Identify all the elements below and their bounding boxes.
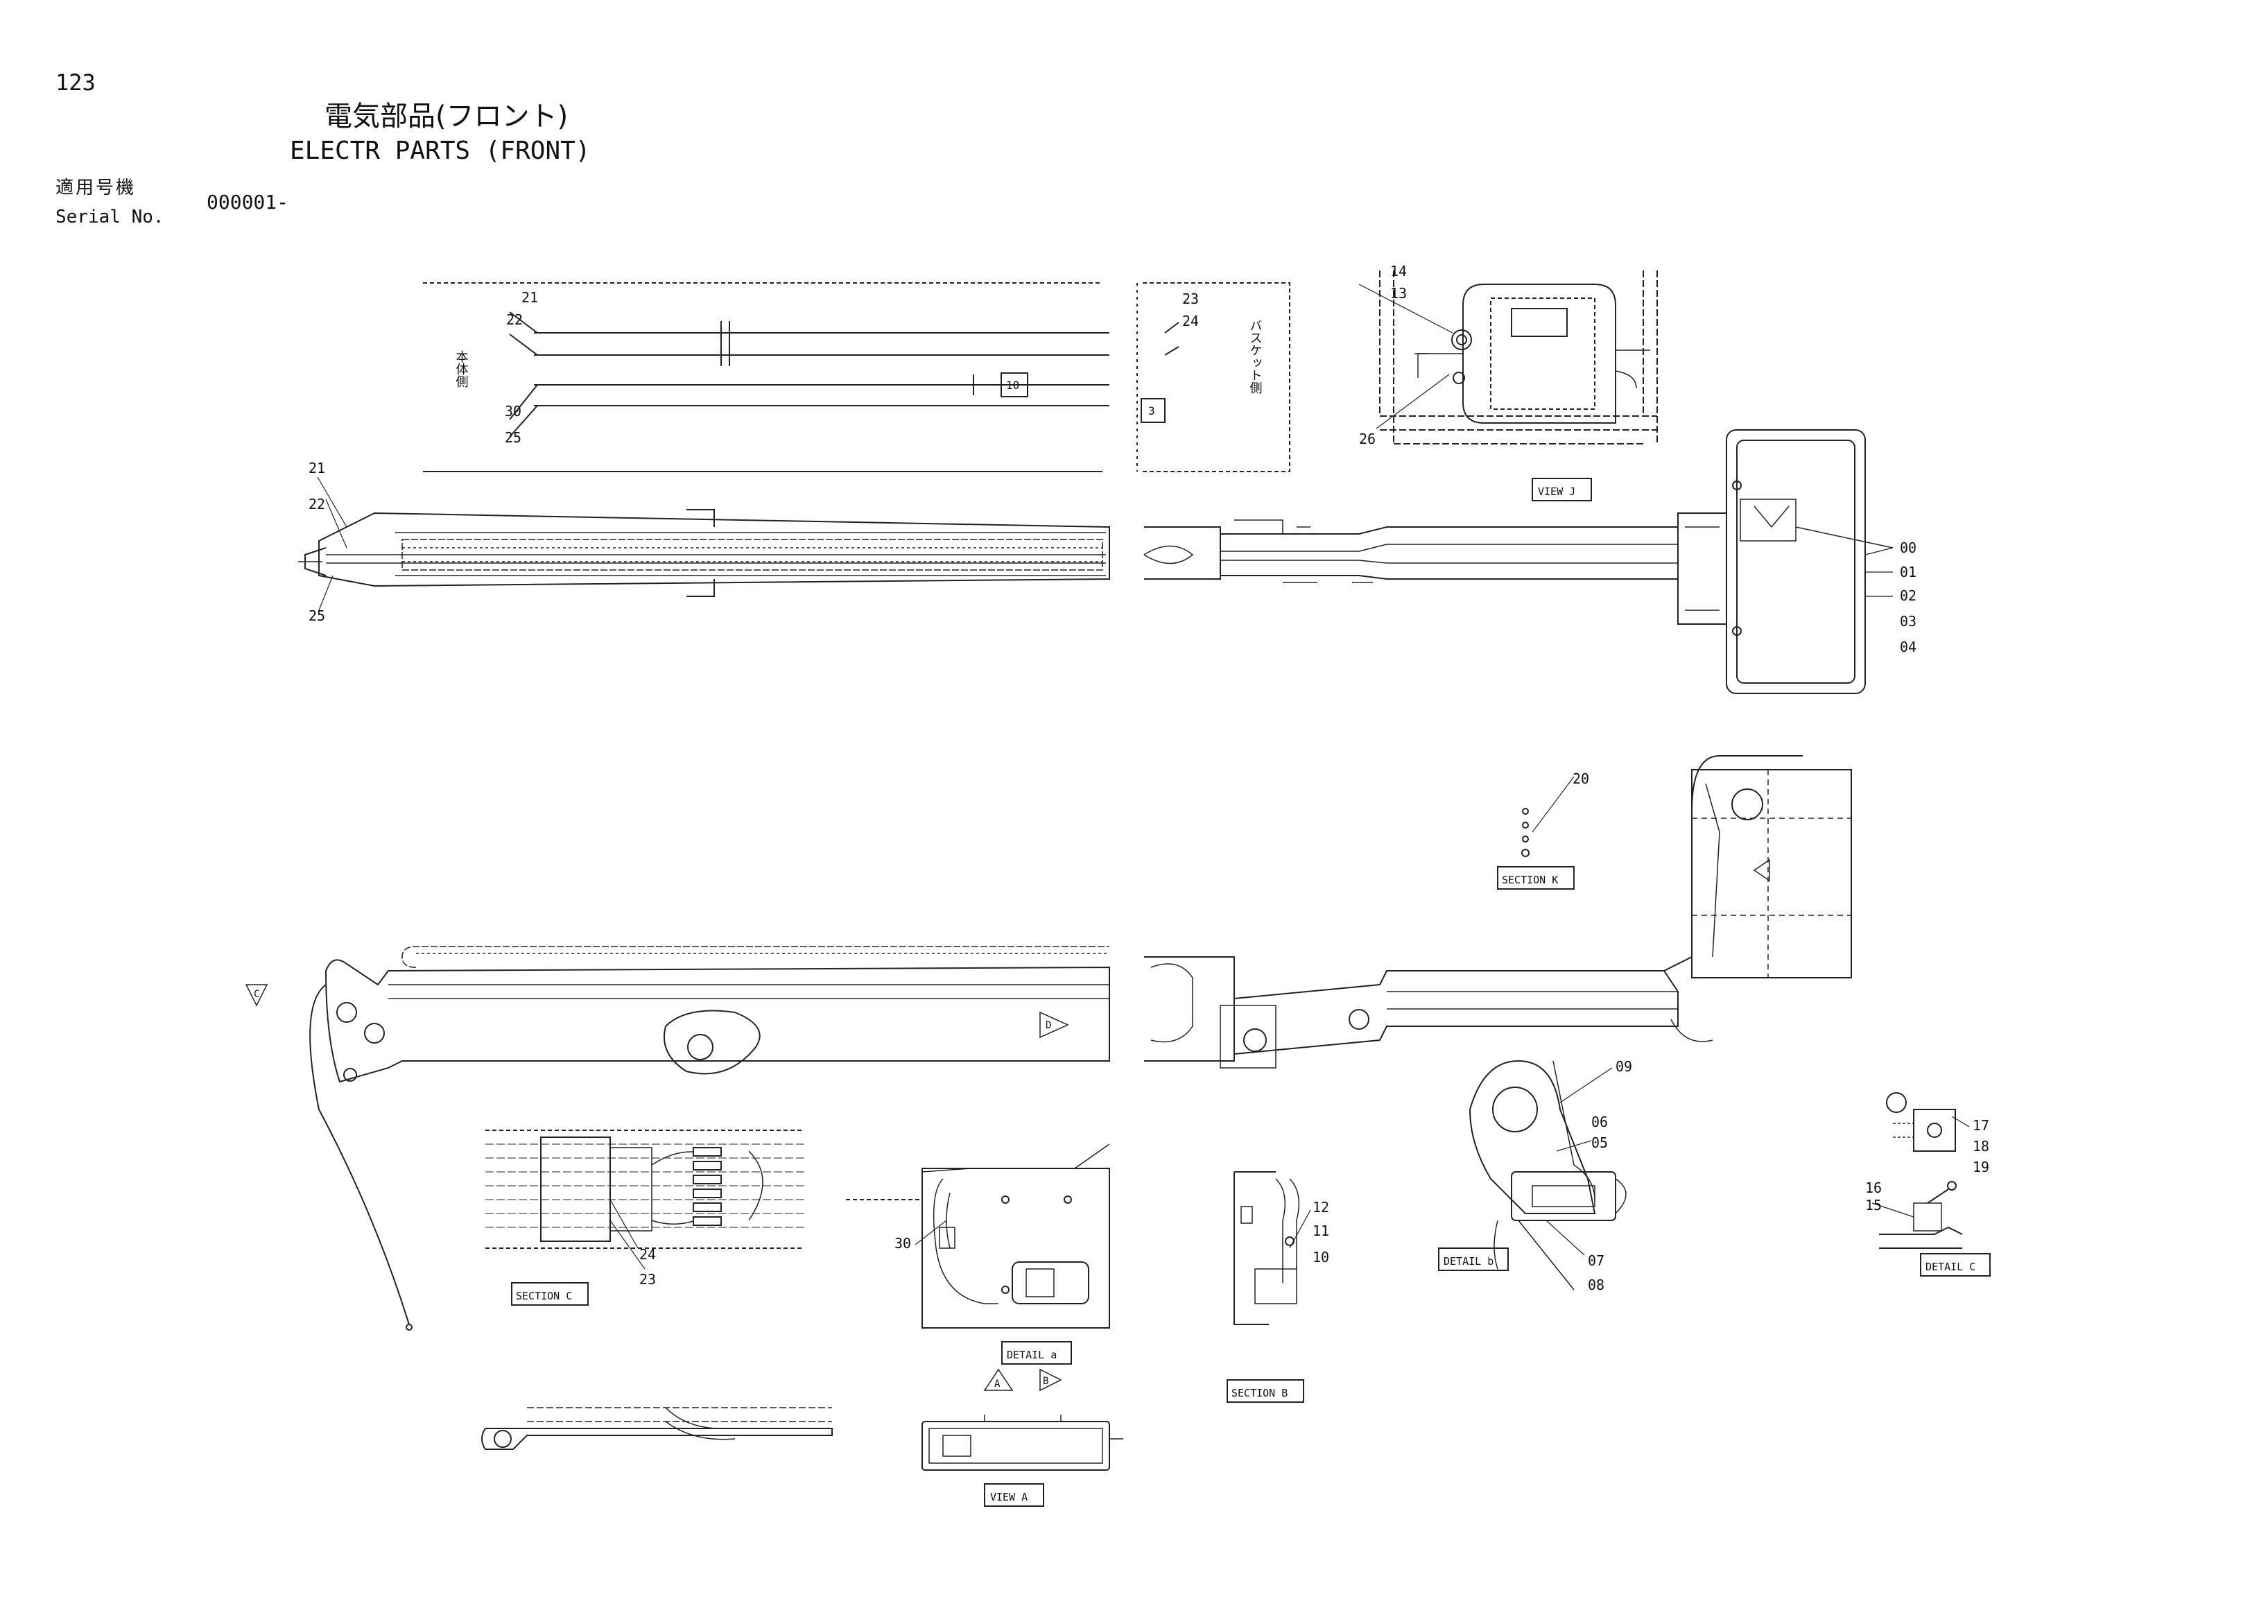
callout-25: 25: [309, 607, 325, 624]
title-english: ELECTR PARTS (FRONT): [290, 137, 591, 165]
callout-20: 20: [1573, 770, 1589, 787]
callout-15: 15: [1865, 1197, 1882, 1213]
callout-17: 17: [1973, 1117, 1989, 1134]
callout-wd-24: 24: [1182, 313, 1199, 329]
callout-05: 05: [1591, 1134, 1608, 1151]
tag-view-a: VIEW A: [984, 1483, 1044, 1507]
callout-04: 04: [1900, 639, 1916, 655]
connector-box-10: [1001, 372, 1028, 397]
cable-chain-upper: [401, 539, 1103, 571]
serial-number-value: 000001-: [207, 191, 289, 214]
wiring-detail-box: 10 3 本体側 バスケット側: [423, 282, 1290, 472]
callout-18: 18: [1973, 1138, 1989, 1155]
connector-box-3: [1141, 398, 1166, 423]
callout-16: 16: [1865, 1180, 1882, 1196]
leader-lines: [317, 284, 1970, 1270]
tag-view-j: VIEW J: [1532, 478, 1592, 501]
callout-wd-30: 30: [505, 403, 521, 420]
view-j-drawing: [1379, 270, 1658, 444]
svg-text:SECTION C: SECTION C: [516, 1290, 572, 1302]
basket-side-label: バスケット側: [1248, 319, 1263, 394]
basket-side: [1691, 769, 1852, 978]
section-k-drawing: [1521, 808, 1530, 857]
arrow-c-label: C: [254, 989, 259, 1000]
svg-text:VIEW J: VIEW J: [1538, 485, 1575, 498]
detail-c-drawing: [1879, 1092, 1963, 1249]
callout-wd-25: 25: [505, 429, 521, 446]
callout-26: 26: [1359, 431, 1376, 447]
lower-boom-left: [245, 946, 1110, 1331]
callout-labels: 21 22 23 24 30 25 21 22 25 14 13 26 00 0…: [309, 263, 1989, 1293]
callout-01: 01: [1900, 564, 1916, 580]
svg-text:DETAIL a: DETAIL a: [1007, 1349, 1057, 1361]
callout-03: 03: [1900, 613, 1916, 630]
callout-23: 23: [639, 1271, 656, 1288]
callout-06: 06: [1591, 1114, 1608, 1130]
arrow-d-label: D: [1046, 1020, 1051, 1031]
callout-19: 19: [1973, 1159, 1989, 1175]
arrow-a-label: A: [994, 1379, 1001, 1390]
callout-21: 21: [309, 460, 325, 476]
callout-wd-21: 21: [521, 289, 538, 306]
callout-11: 11: [1313, 1223, 1329, 1239]
lower-housing-left: [481, 1407, 833, 1450]
section-c-drawing: [485, 1130, 804, 1249]
title-japanese: 電気部品(フロント): [324, 101, 569, 132]
detail-b-drawing: [1469, 1060, 1627, 1290]
body-side-label: 本体側: [454, 350, 469, 388]
wire-lines: [509, 311, 1179, 438]
tag-section-k: SECTION K: [1497, 866, 1575, 890]
upper-boom-right: [1143, 429, 1894, 694]
callout-12: 12: [1313, 1199, 1329, 1216]
connector-box-10-label: 10: [1006, 379, 1019, 392]
connector-box-3-label: 3: [1148, 404, 1155, 417]
callout-10: 10: [1313, 1249, 1329, 1265]
tag-section-c: SECTION C: [511, 1282, 589, 1306]
tag-detail-b: DETAIL b: [1438, 1247, 1509, 1271]
basket-rail: [1726, 429, 1866, 694]
tag-section-b: SECTION B: [1227, 1379, 1304, 1403]
upper-boom-left: [298, 509, 1110, 597]
tag-detail-c: DETAIL C: [1920, 1253, 1991, 1277]
view-a-drawing: [921, 1415, 1123, 1471]
detail-a-drawing: [846, 1143, 1110, 1329]
svg-text:DETAIL C: DETAIL C: [1925, 1261, 1975, 1273]
serial-label-japanese: 適用号機: [55, 178, 137, 198]
page-number: 123: [55, 69, 96, 96]
callout-07: 07: [1588, 1252, 1604, 1269]
svg-text:VIEW A: VIEW A: [990, 1491, 1028, 1503]
callout-30: 30: [894, 1235, 911, 1252]
callout-00: 00: [1900, 539, 1916, 556]
svg-text:SECTION K: SECTION K: [1502, 874, 1558, 886]
callout-02: 02: [1900, 587, 1916, 604]
section-b-drawing: [1233, 1171, 1300, 1325]
callout-22: 22: [309, 496, 325, 512]
cable-chain-lower: [401, 946, 1109, 968]
arrow-markers: C D A B: [254, 989, 1062, 1392]
callout-24: 24: [639, 1246, 656, 1263]
callout-08: 08: [1588, 1277, 1604, 1293]
tag-detail-a: DETAIL a: [1001, 1341, 1072, 1365]
svg-text:SECTION B: SECTION B: [1231, 1387, 1288, 1399]
callout-14: 14: [1390, 263, 1407, 279]
lower-boom-right: [1144, 755, 1852, 1069]
svg-text:DETAIL b: DETAIL b: [1444, 1255, 1494, 1268]
callout-wd-22: 22: [506, 311, 523, 328]
callout-09: 09: [1616, 1058, 1632, 1075]
callout-wd-23: 23: [1182, 291, 1199, 307]
arrow-b-label: B: [1043, 1376, 1048, 1387]
view-tags: VIEW J SECTION K SECTION C DETAIL a SECT…: [511, 478, 1991, 1507]
serial-label-english: Serial No.: [55, 207, 164, 227]
callout-13: 13: [1390, 285, 1407, 302]
